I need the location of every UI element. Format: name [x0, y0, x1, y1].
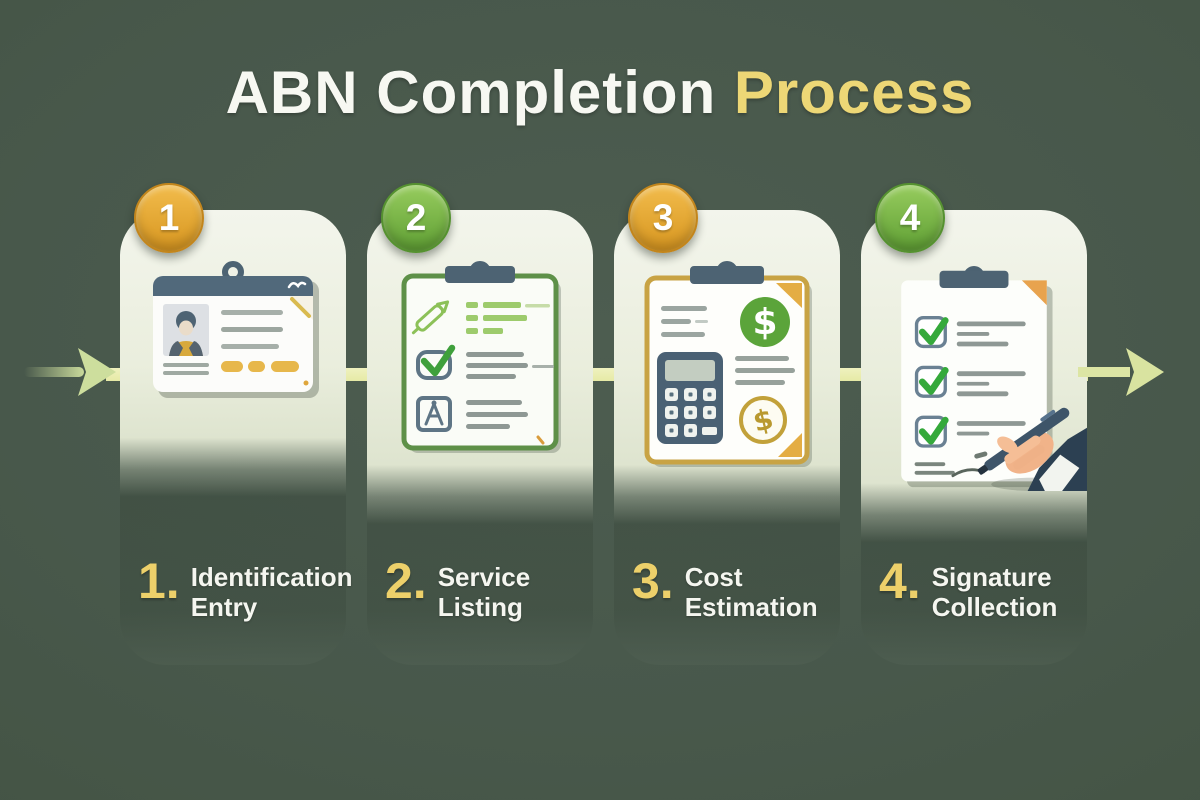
step-label-text: Signature Collection [931, 562, 1058, 623]
step-illustration-4 [861, 260, 1087, 496]
step-card-signature: 4 [861, 183, 1087, 665]
step-label-3: 3. Cost Estimation [632, 553, 836, 623]
calculator-cost-icon: $ $ [644, 261, 812, 467]
step-card-identification: 1 1. Identif [120, 183, 352, 665]
id-card-icon [153, 261, 319, 398]
service-checklist-icon [401, 261, 561, 453]
step-label-2: 2. Service Listing [385, 553, 589, 623]
step-badge-1: 1 [134, 183, 204, 253]
step-label-text: Cost Estimation [684, 562, 818, 623]
step-badge-3: 3 [628, 183, 698, 253]
step-illustration-2 [367, 260, 593, 458]
svg-text:$: $ [752, 302, 777, 343]
step-label-number: 4. [879, 553, 921, 609]
step-label-number: 1. [138, 553, 180, 609]
step-card-cost: 3 $ [614, 183, 840, 665]
step-label-4: 4. Signature Collection [879, 553, 1083, 623]
step-label-number: 2. [385, 553, 427, 609]
step-label-text: Service Listing [437, 562, 531, 623]
step-label-1: 1. Identification Entry [138, 553, 352, 623]
page-title-highlight: Process [733, 59, 975, 126]
flow-arrow-right-icon [1078, 348, 1164, 396]
page-title: ABN Completion Process [0, 58, 1200, 127]
step-illustration-1 [120, 260, 346, 400]
flow-arrow-left-icon [24, 348, 116, 396]
page-title-main: ABN Completion [225, 59, 734, 126]
flow-connector-line [106, 368, 1088, 381]
step-badge-4: 4 [875, 183, 945, 253]
signature-pen-icon [901, 265, 1087, 491]
step-illustration-3: $ $ [614, 260, 840, 468]
step-card-service: 2 [367, 183, 593, 665]
step-label-text: Identification Entry [190, 562, 353, 623]
step-badge-2: 2 [381, 183, 451, 253]
step-label-number: 3. [632, 553, 674, 609]
